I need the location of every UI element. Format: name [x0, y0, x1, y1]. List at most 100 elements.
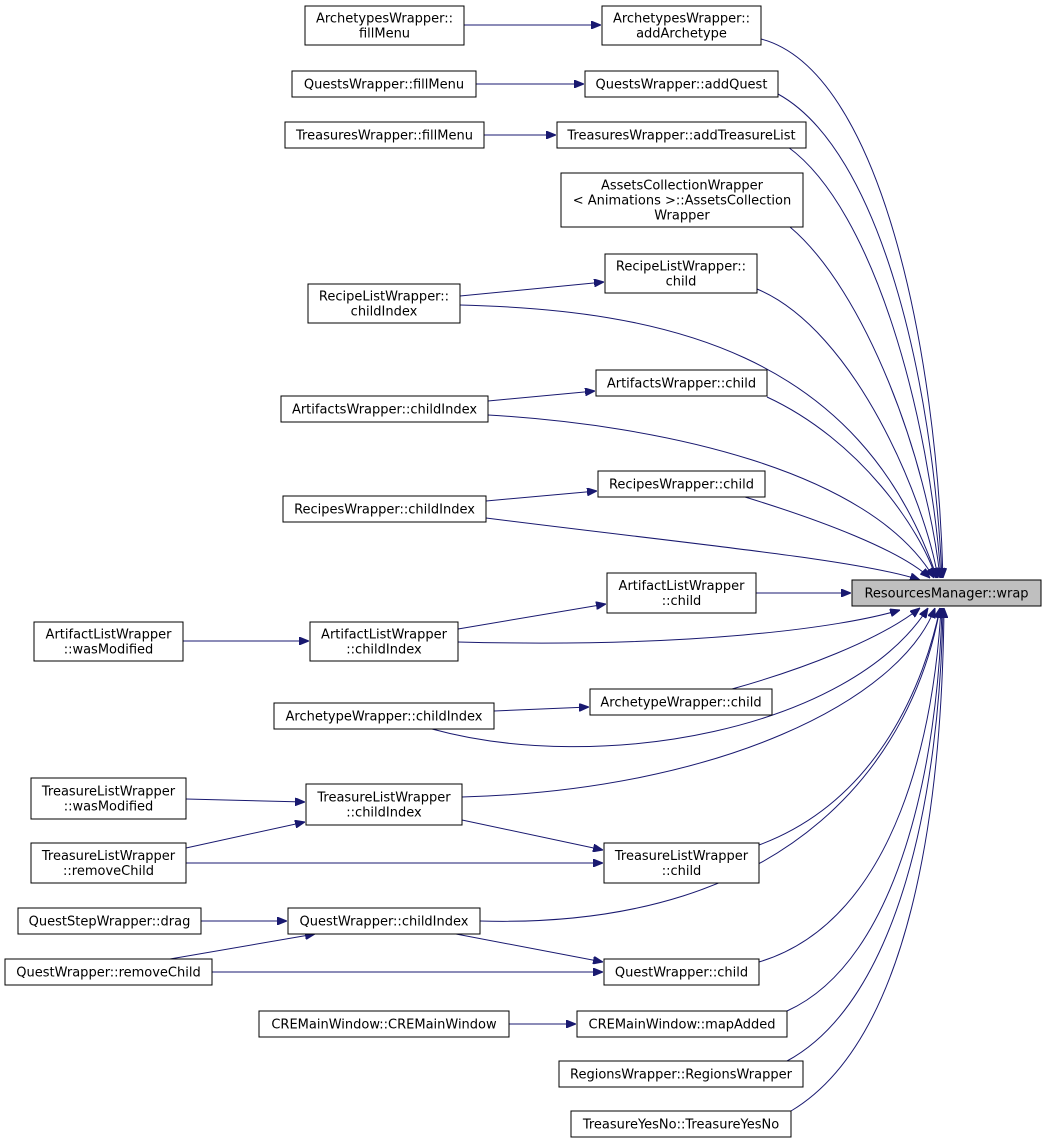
node-qw-rem[interactable]: QuestWrapper::removeChild	[4, 958, 213, 986]
edge-qw-idx-to-root	[479, 608, 940, 922]
qw-rem-label-line: QuestWrapper::removeChild	[16, 966, 200, 981]
node-rec-idx[interactable]: RecipesWrapper::childIndex	[282, 495, 487, 523]
root-label-line: ResourcesManager::wrap	[864, 587, 1028, 602]
cre-map-box	[576, 1010, 788, 1038]
alw-idx-label-line: ::childIndex	[346, 643, 422, 658]
edge-aw-idx-to-aw-child	[493, 707, 589, 712]
node-alw-child[interactable]: ArtifactListWrapper::child	[606, 572, 757, 614]
rlw-child-label-line: RecipeListWrapper::	[616, 260, 746, 275]
node-cre-ctor[interactable]: CREMainWindow::CREMainWindow	[258, 1010, 510, 1038]
edge-regions-to-root	[786, 608, 943, 1062]
node-assets[interactable]: AssetsCollectionWrapper< Animations >::A…	[560, 172, 804, 228]
edge-assets-to-root	[789, 226, 940, 578]
node-treas-fill[interactable]: TreasuresWrapper::fillMenu	[284, 121, 485, 149]
cre-ctor-box	[258, 1010, 510, 1038]
edge-tlw-idx-to-tlw-child	[461, 819, 603, 850]
aw-idx-box	[273, 702, 495, 730]
node-tlw-mod[interactable]: TreasureListWrapper::wasModified	[30, 777, 187, 820]
node-alw-idx[interactable]: ArtifactListWrapper::childIndex	[309, 621, 459, 662]
node-tlw-rem[interactable]: TreasureListWrapper::removeChild	[30, 842, 187, 884]
treas-fill-label-line: TreasuresWrapper::fillMenu	[295, 129, 473, 144]
tlw-rem-label-line: ::removeChild	[63, 864, 154, 879]
node-tyn[interactable]: TreasureYesNo::TreasureYesNo	[570, 1110, 792, 1138]
edge-rec-child-to-root	[744, 496, 930, 578]
edge-aw-idx-to-root	[431, 608, 928, 748]
arch-add-box	[601, 5, 762, 46]
node-regions[interactable]: RegionsWrapper::RegionsWrapper	[558, 1060, 804, 1088]
regions-box	[558, 1060, 804, 1088]
tlw-idx-box	[305, 783, 463, 826]
node-quests-fill[interactable]: QuestsWrapper::fillMenu	[291, 70, 477, 98]
tlw-mod-label-line: TreasureListWrapper	[41, 785, 176, 800]
tlw-rem-label-line: TreasureListWrapper	[41, 849, 176, 864]
tlw-idx-label-line: ::childIndex	[346, 806, 422, 821]
qw-child-box	[603, 958, 760, 986]
node-layer: ArchetypesWrapper::addArchetypeArchetype…	[4, 5, 1042, 1138]
node-qsw-drag[interactable]: QuestStepWrapper::drag	[17, 907, 202, 935]
node-alw-mod[interactable]: ArtifactListWrapper::wasModified	[33, 621, 184, 662]
node-arch-fill[interactable]: ArchetypesWrapper::fillMenu	[304, 5, 465, 46]
node-arch-add[interactable]: ArchetypesWrapper::addArchetype	[601, 5, 762, 46]
tlw-child-box	[603, 842, 760, 884]
edge-tlw-rem-to-tlw-idx	[185, 822, 305, 849]
node-rlw-idx[interactable]: RecipeListWrapper::childIndex	[307, 283, 461, 324]
alw-mod-label-line: ::wasModified	[64, 643, 154, 658]
rec-idx-box	[282, 495, 487, 523]
edge-layer	[169, 25, 944, 1112]
tyn-box	[570, 1110, 792, 1138]
edge-qw-rem-to-qw-idx	[169, 934, 315, 960]
arch-fill-label-line: ArchetypesWrapper::	[316, 12, 453, 27]
assets-label-line: AssetsCollectionWrapper	[601, 179, 764, 194]
aw-idx-label-line: ArchetypeWrapper::childIndex	[286, 710, 483, 725]
rlw-idx-box	[307, 283, 461, 324]
node-quests-add[interactable]: QuestsWrapper::addQuest	[584, 70, 779, 98]
node-art-idx[interactable]: ArtifactsWrapper::childIndex	[280, 395, 489, 423]
node-treas-add[interactable]: TreasuresWrapper::addTreasureList	[556, 121, 807, 149]
node-art-child[interactable]: ArtifactsWrapper::child	[595, 369, 768, 397]
node-qw-child[interactable]: QuestWrapper::child	[603, 958, 760, 986]
art-child-label-line: ArtifactsWrapper::child	[607, 377, 756, 392]
node-tlw-child[interactable]: TreasureListWrapper::child	[603, 842, 760, 884]
node-cre-map[interactable]: CREMainWindow::mapAdded	[576, 1010, 788, 1038]
aw-child-label-line: ArchetypeWrapper::child	[600, 696, 761, 711]
rec-child-box	[597, 470, 766, 498]
assets-box	[560, 172, 804, 228]
root-node[interactable]: ResourcesManager::wrap	[851, 579, 1042, 607]
tyn-label-line: TreasureYesNo::TreasureYesNo	[582, 1118, 779, 1133]
edge-cre-map-to-root	[786, 608, 942, 1012]
edge-qw-child-to-root	[758, 608, 941, 963]
edge-arch-add-to-root	[760, 38, 943, 578]
alw-child-box	[606, 572, 757, 614]
node-aw-child[interactable]: ArchetypeWrapper::child	[589, 688, 773, 716]
edge-treas-add-to-root	[787, 146, 941, 578]
alw-mod-label-line: ArtifactListWrapper	[46, 628, 173, 643]
edge-rlw-child-to-root	[756, 288, 938, 578]
node-rlw-child[interactable]: RecipeListWrapper::child	[604, 253, 758, 294]
node-tlw-idx[interactable]: TreasureListWrapper::childIndex	[305, 783, 463, 826]
arch-fill-box	[304, 5, 465, 46]
edge-art-idx-to-root	[487, 414, 934, 578]
aw-child-box	[589, 688, 773, 716]
edge-tlw-idx-to-root	[461, 608, 935, 798]
regions-label-line: RegionsWrapper::RegionsWrapper	[570, 1068, 793, 1083]
edge-tyn-to-root	[790, 608, 944, 1112]
node-rec-child[interactable]: RecipesWrapper::child	[597, 470, 766, 498]
root-box	[851, 579, 1042, 607]
quests-add-box	[584, 70, 779, 98]
art-child-box	[595, 369, 768, 397]
tlw-child-label-line: TreasureListWrapper	[614, 849, 749, 864]
treas-add-box	[556, 121, 807, 149]
rlw-idx-label-line: RecipeListWrapper::	[319, 290, 449, 305]
edge-art-child-to-root	[766, 396, 936, 578]
art-idx-label-line: ArtifactsWrapper::childIndex	[292, 403, 477, 418]
treas-add-label-line: TreasuresWrapper::addTreasureList	[566, 129, 795, 144]
edge-rec-idx-to-root	[485, 517, 920, 580]
qsw-drag-label-line: QuestStepWrapper::drag	[29, 915, 191, 930]
node-qw-idx[interactable]: QuestWrapper::childIndex	[287, 907, 481, 935]
cre-map-label-line: CREMainWindow::mapAdded	[589, 1018, 776, 1033]
edge-tlw-mod-to-tlw-idx	[185, 799, 305, 802]
tlw-rem-box	[30, 842, 187, 884]
node-aw-idx[interactable]: ArchetypeWrapper::childIndex	[273, 702, 495, 730]
rlw-child-box	[604, 253, 758, 294]
tlw-child-label-line: ::child	[662, 864, 702, 879]
